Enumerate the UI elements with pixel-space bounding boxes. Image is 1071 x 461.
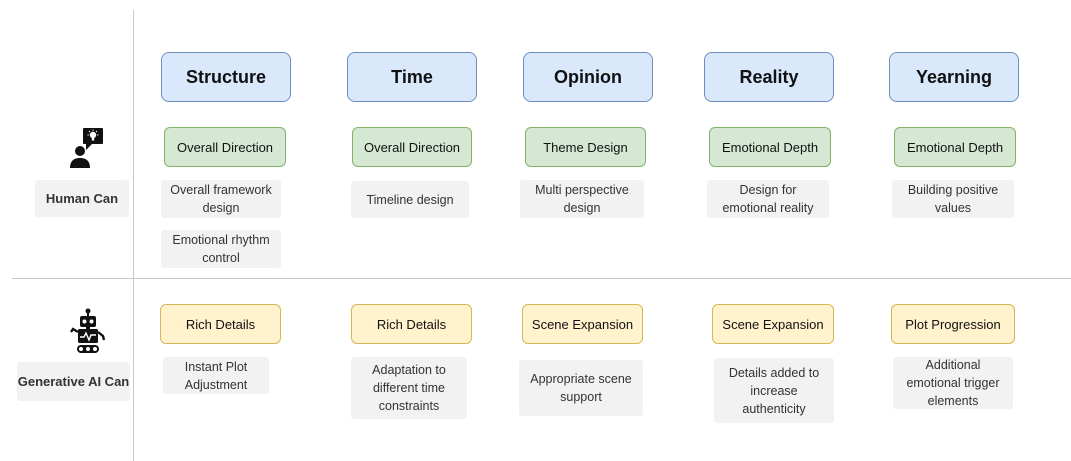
human-tag: Emotional Depth	[709, 127, 831, 167]
ai-note: Instant Plot Adjustment	[163, 357, 269, 394]
column-header-structure: Structure	[161, 52, 291, 102]
person-idea-icon	[68, 128, 106, 168]
human-note: Overall framework design	[161, 180, 281, 218]
ai-tag: Scene Expansion	[712, 304, 834, 344]
human-tag: Overall Direction	[164, 127, 286, 167]
robot-icon	[70, 308, 106, 354]
human-tag: Emotional Depth	[894, 127, 1016, 167]
row-label-human: Human Can	[35, 180, 129, 217]
ai-note: Adaptation to different time constraints	[351, 357, 467, 419]
vertical-divider	[133, 10, 134, 461]
horizontal-divider	[12, 278, 1071, 279]
ai-tag: Plot Progression	[891, 304, 1015, 344]
ai-tag: Scene Expansion	[522, 304, 643, 344]
column-header-yearning: Yearning	[889, 52, 1019, 102]
ai-tag: Rich Details	[351, 304, 472, 344]
ai-note: Details added to increase authenticity	[714, 358, 834, 423]
column-header-time: Time	[347, 52, 477, 102]
ai-tag: Rich Details	[160, 304, 281, 344]
ai-note: Appropriate scene support	[519, 360, 643, 416]
column-header-opinion: Opinion	[523, 52, 653, 102]
row-label-ai: Generative AI Can	[17, 362, 130, 401]
human-note: Timeline design	[351, 181, 469, 218]
ai-note: Additional emotional trigger elements	[893, 357, 1013, 409]
human-note: Building positive values	[892, 180, 1014, 218]
human-note: Emotional rhythm control	[161, 230, 281, 268]
human-tag: Overall Direction	[352, 127, 472, 167]
human-note: Multi perspective design	[520, 180, 644, 218]
human-tag: Theme Design	[525, 127, 646, 167]
human-note: Design for emotional reality	[707, 180, 829, 218]
column-header-reality: Reality	[704, 52, 834, 102]
